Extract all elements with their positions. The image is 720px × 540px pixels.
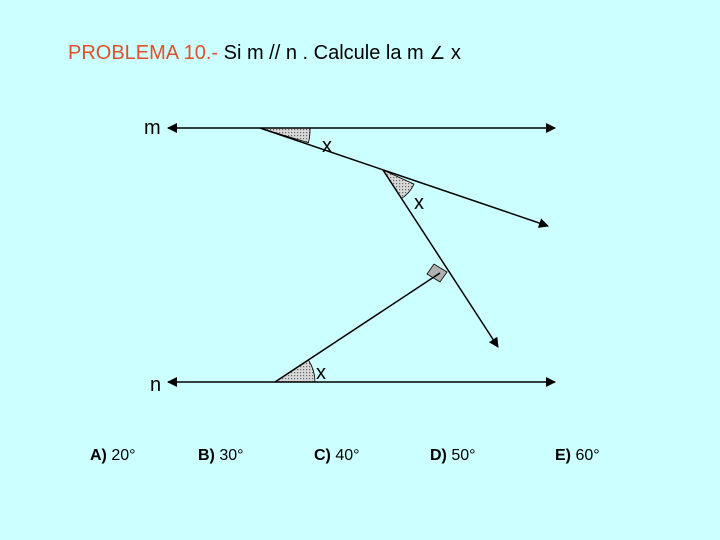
angle-label-bottom: x xyxy=(316,362,326,384)
option-letter: A) xyxy=(90,447,107,464)
option-value: 20° xyxy=(106,447,136,464)
problem-number: PROBLEMA 10.- xyxy=(68,42,219,64)
option-value: 60° xyxy=(571,447,600,464)
problem-statement: Si m // n . Calcule la m xyxy=(218,42,430,64)
option-letter: D) xyxy=(430,447,447,464)
angle-symbol-icon: ∠ xyxy=(429,43,446,64)
option-letter: C) xyxy=(314,447,331,464)
option-d[interactable]: D) 50° xyxy=(430,447,476,465)
option-a[interactable]: A) 20° xyxy=(90,447,136,465)
angle-label-middle: x xyxy=(414,192,424,214)
problem-variable: x xyxy=(445,42,461,64)
option-letter: B) xyxy=(198,447,215,464)
transversal-middle xyxy=(382,169,499,348)
line-m-label: m xyxy=(144,117,161,139)
option-letter: E) xyxy=(555,447,571,464)
option-value: 30° xyxy=(214,447,244,464)
option-value: 50° xyxy=(446,447,476,464)
problem-title: PROBLEMA 10.- Si m // n . Calcule la m ∠… xyxy=(68,42,461,65)
transversal-bottom xyxy=(274,272,441,383)
option-e[interactable]: E) 60° xyxy=(555,447,600,465)
option-b[interactable]: B) 30° xyxy=(198,447,244,465)
answer-options: A) 20° B) 30° C) 40° D) 50° E) 60° xyxy=(0,447,720,471)
option-c[interactable]: C) 40° xyxy=(314,447,360,465)
transversal-top xyxy=(259,127,549,228)
angle-label-top: x xyxy=(322,135,332,157)
line-n-label: n xyxy=(150,374,161,396)
right-angle-marker xyxy=(426,263,448,283)
option-value: 40° xyxy=(330,447,360,464)
